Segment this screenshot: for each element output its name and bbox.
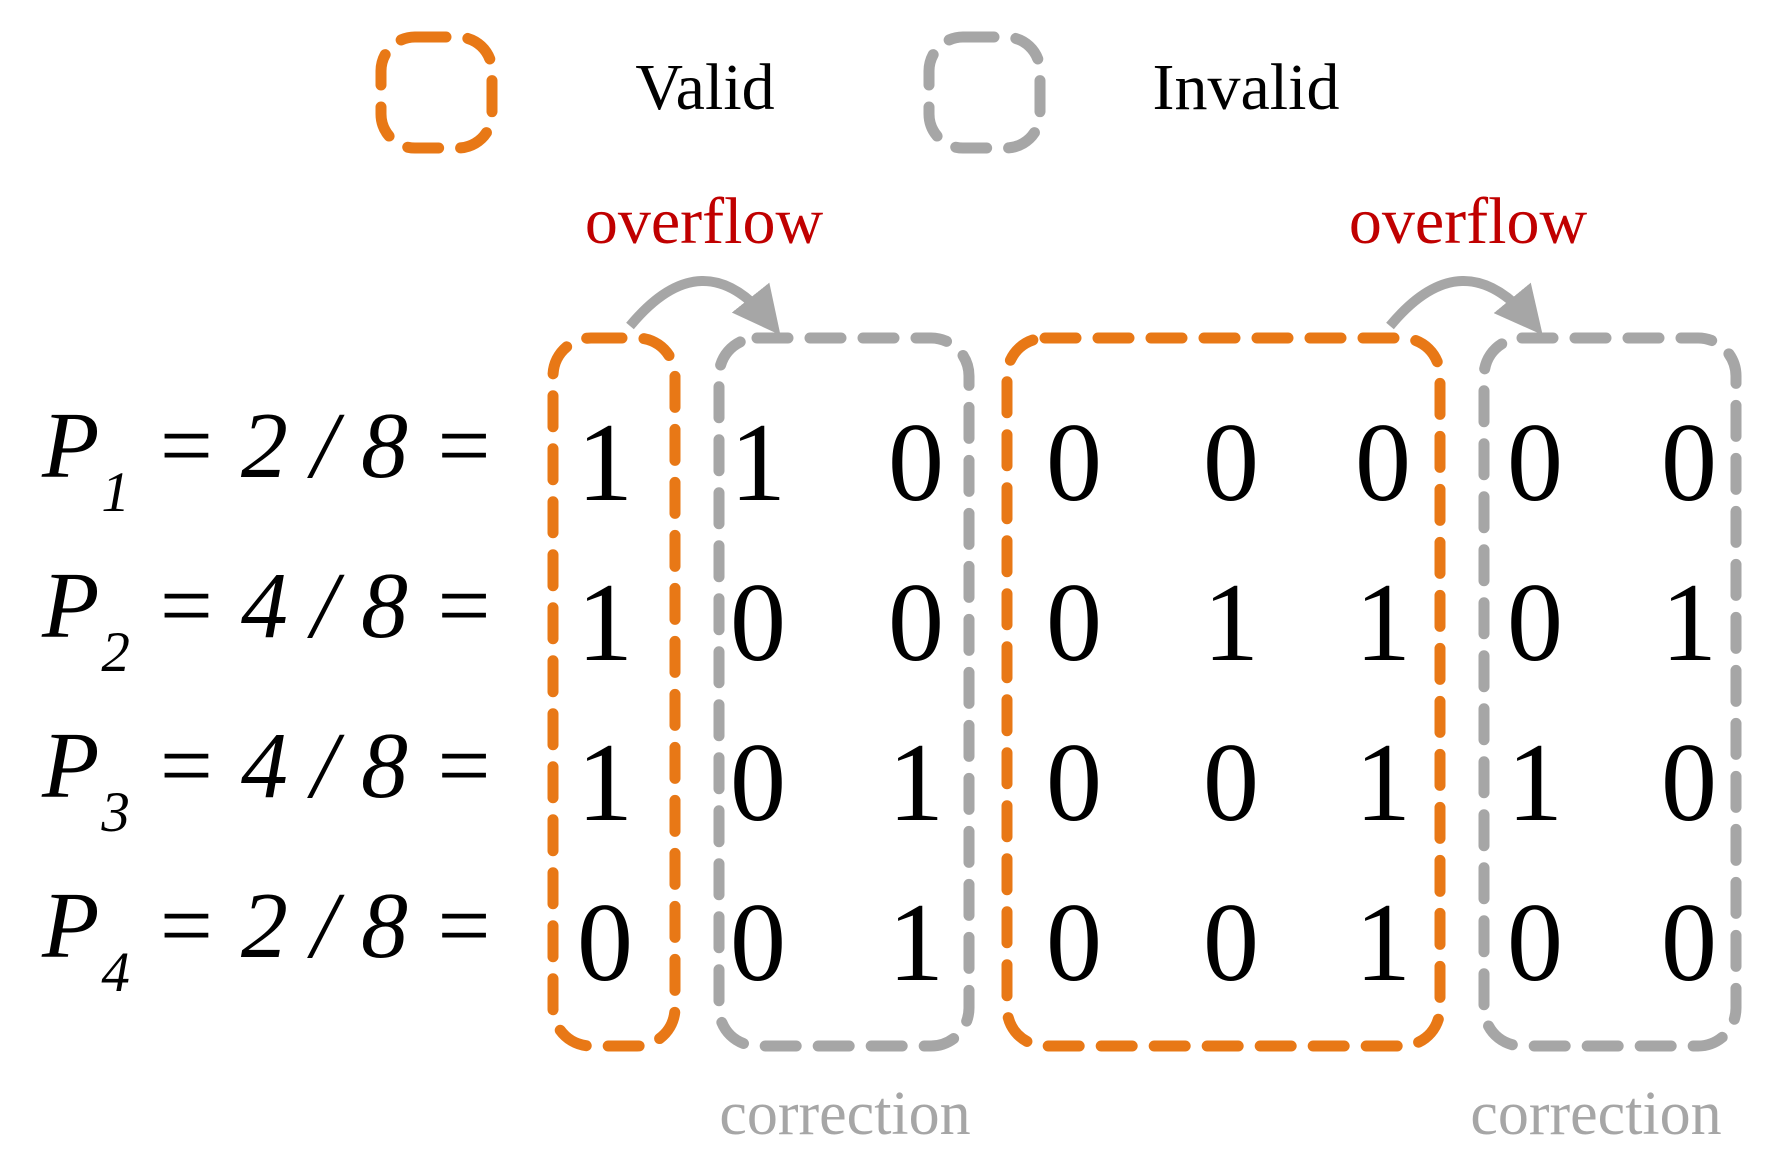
bit-cell: 1 <box>1355 720 1411 845</box>
bit-cell: 0 <box>1203 400 1259 525</box>
probability-subscript: 2 <box>101 621 130 685</box>
invalid-column-box-2 <box>1478 332 1742 1052</box>
bit-cell: 0 <box>730 720 786 845</box>
probability-fraction: = 4 / 8 = <box>153 714 495 819</box>
legend-invalid-swatch <box>923 31 1046 154</box>
probability-fraction: = 4 / 8 = <box>153 554 495 659</box>
valid-column-box-msb <box>547 332 681 1052</box>
bit-cell: 0 <box>1046 560 1102 685</box>
legend-valid-swatch <box>375 31 498 154</box>
probability-subscript: 3 <box>101 781 130 845</box>
correction-annotation-left: correction <box>719 1080 971 1148</box>
bit-cell: 1 <box>888 880 944 1005</box>
overflow-arrow-right <box>1386 276 1543 335</box>
bit-cell: 1 <box>577 720 633 845</box>
bit-cell: 0 <box>1661 720 1717 845</box>
bit-cell: 1 <box>1355 880 1411 1005</box>
bit-cell: 0 <box>1046 400 1102 525</box>
probability-subscript: 4 <box>101 941 130 1005</box>
bit-cell: 1 <box>1203 560 1259 685</box>
row-equation-label: P2= 4 / 8 = <box>42 559 495 681</box>
bit-cell: 0 <box>1046 880 1102 1005</box>
overflow-arrow-left <box>626 276 781 336</box>
overflow-annotation-right: overflow <box>1348 185 1588 258</box>
bit-cell: 0 <box>1507 880 1563 1005</box>
bit-cell: 0 <box>577 880 633 1005</box>
bit-cell: 1 <box>888 720 944 845</box>
bit-cell: 0 <box>1661 880 1717 1005</box>
bit-cell: 0 <box>1661 400 1717 525</box>
bit-cell: 0 <box>730 880 786 1005</box>
overflow-annotation-left: overflow <box>584 185 824 258</box>
bit-cell: 0 <box>1203 720 1259 845</box>
row-equation-label: P1= 2 / 8 = <box>42 399 495 521</box>
probability-variable: P <box>42 554 100 659</box>
bit-cell: 0 <box>1203 880 1259 1005</box>
probability-fraction: = 2 / 8 = <box>153 874 495 979</box>
row-equation-label: P3= 4 / 8 = <box>42 719 495 841</box>
bit-cell: 1 <box>730 400 786 525</box>
probability-fraction: = 2 / 8 = <box>153 394 495 499</box>
bit-cell: 1 <box>1355 560 1411 685</box>
bit-cell: 0 <box>1046 720 1102 845</box>
bit-cell: 1 <box>577 560 633 685</box>
legend-invalid-label: Invalid <box>1152 51 1340 124</box>
legend-valid-label: Valid <box>635 51 775 124</box>
probability-variable: P <box>42 714 100 819</box>
bit-cell: 1 <box>1507 720 1563 845</box>
bit-cell: 0 <box>1355 400 1411 525</box>
correction-annotation-right: correction <box>1470 1080 1722 1148</box>
bit-cell: 1 <box>1661 560 1717 685</box>
probability-variable: P <box>42 394 100 499</box>
valid-column-box-mid <box>1001 332 1446 1052</box>
bit-cell: 1 <box>577 400 633 525</box>
bit-cell: 0 <box>1507 560 1563 685</box>
bit-cell: 0 <box>888 400 944 525</box>
bit-cell: 0 <box>888 560 944 685</box>
invalid-column-box-1 <box>713 332 975 1052</box>
bit-cell: 0 <box>730 560 786 685</box>
row-equation-label: P4= 2 / 8 = <box>42 879 495 1001</box>
bit-cell: 0 <box>1507 400 1563 525</box>
probability-subscript: 1 <box>101 461 130 525</box>
probability-variable: P <box>42 874 100 979</box>
